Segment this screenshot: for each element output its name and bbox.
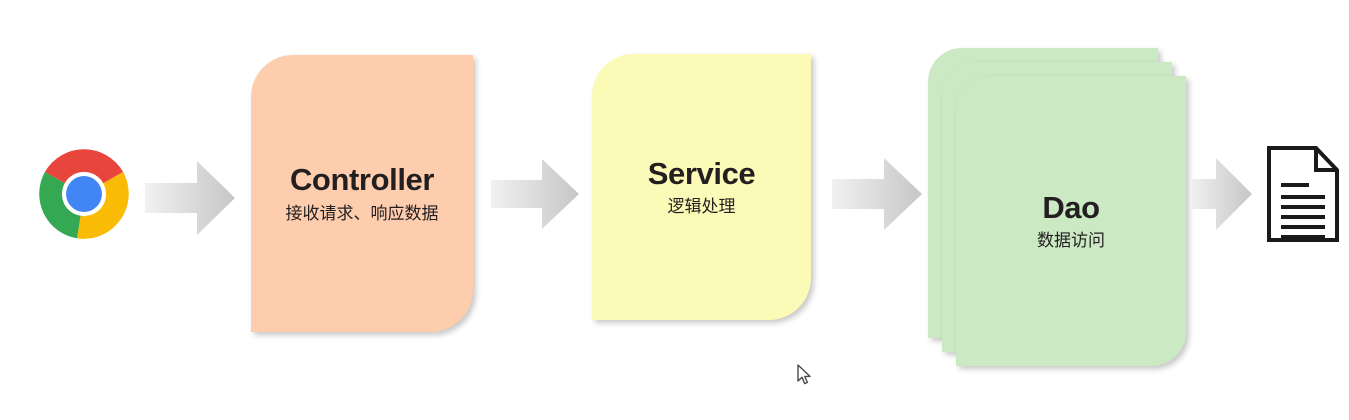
arrow-service-to-dao [832,157,922,231]
dao-subtitle: 数据访问 [1037,231,1105,251]
chrome-browser-icon [38,148,130,240]
controller-title: Controller [289,162,435,198]
mouse-cursor [797,364,813,386]
arrow-browser-to-controller [145,160,235,236]
node-service[interactable]: Service 逻辑处理 [592,54,811,320]
arrow-controller-to-service [491,158,579,230]
controller-subtitle: 接收请求、响应数据 [285,203,439,223]
service-subtitle: 逻辑处理 [667,197,736,217]
node-dao[interactable]: Dao 数据访问 [928,48,1218,378]
service-title: Service [647,155,756,191]
dao-title: Dao [1042,189,1100,225]
node-controller[interactable]: Controller 接收请求、响应数据 [251,55,473,332]
arrow-dao-to-datastore [1190,157,1252,231]
document-file-icon [1266,145,1340,243]
dao-card-front: Dao 数据访问 [956,76,1186,366]
